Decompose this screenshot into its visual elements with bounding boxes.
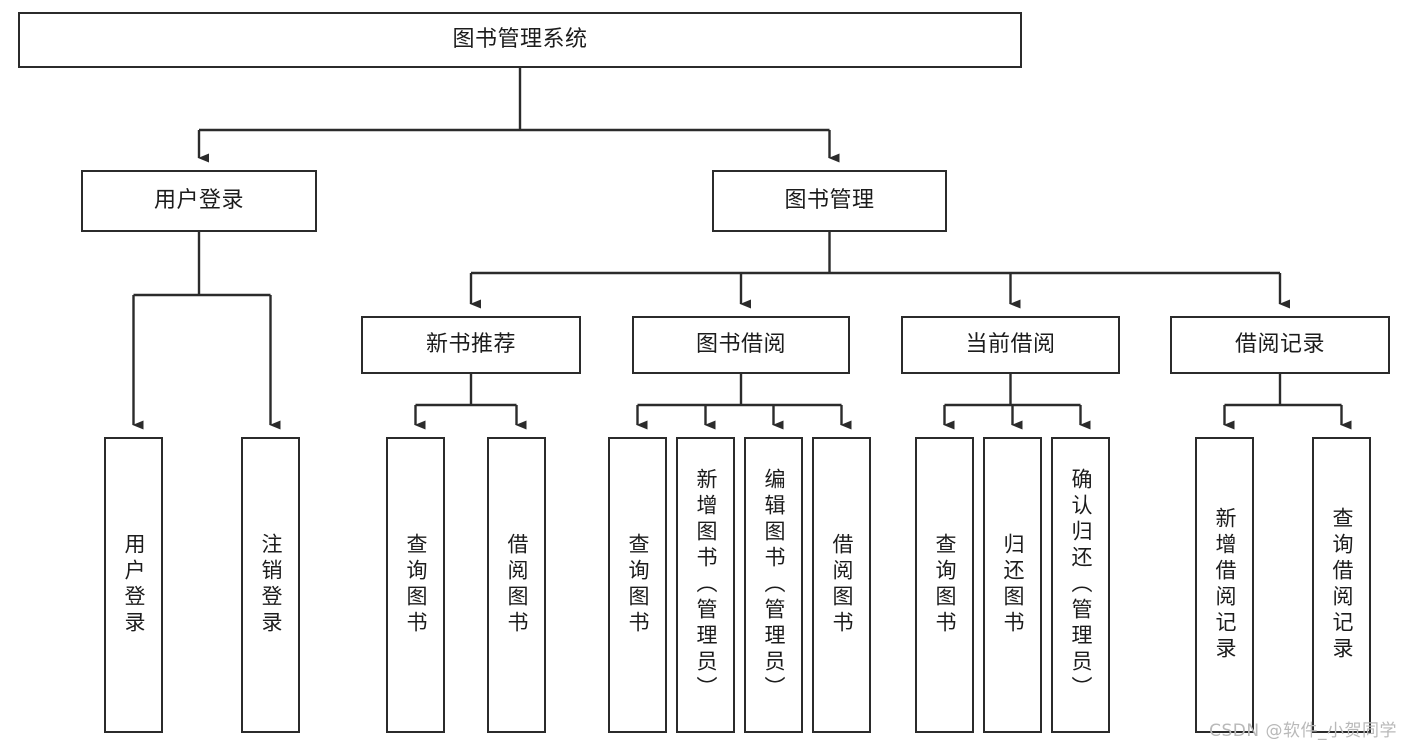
node-label: 用户登录 (122, 533, 146, 637)
node-label: 新书推荐 (425, 332, 516, 358)
node-label: 查询借阅记录 (1330, 507, 1354, 663)
node-leaf_10[interactable]: 确认归还（管理员） (1051, 437, 1110, 733)
node-label: 当前借阅 (965, 332, 1056, 358)
node-leaf_11[interactable]: 新增借阅记录 (1195, 437, 1254, 733)
node-label: 查询图书 (626, 533, 650, 637)
node-leaf_8[interactable]: 查询图书 (915, 437, 974, 733)
node-label: 图书借阅 (695, 332, 786, 358)
node-leaf_4[interactable]: 查询图书 (608, 437, 667, 733)
node-label: 确认归还（管理员） (1069, 468, 1093, 702)
node-leaf_7[interactable]: 借阅图书 (812, 437, 871, 733)
node-l3_3[interactable]: 借阅记录 (1170, 316, 1390, 374)
node-leaf_3[interactable]: 借阅图书 (487, 437, 546, 733)
node-leaf_6[interactable]: 编辑图书（管理员） (744, 437, 803, 733)
node-label: 图书管理系统 (452, 27, 588, 53)
node-leaf_2[interactable]: 查询图书 (386, 437, 445, 733)
node-label: 借阅记录 (1234, 332, 1325, 358)
node-leaf_12[interactable]: 查询借阅记录 (1312, 437, 1371, 733)
node-l3_1[interactable]: 图书借阅 (632, 316, 850, 374)
node-leaf_9[interactable]: 归还图书 (983, 437, 1042, 733)
node-l2_1[interactable]: 图书管理 (712, 170, 947, 232)
node-label: 编辑图书（管理员） (762, 468, 786, 702)
watermark-text: CSDN @软件_小贺同学 (1209, 721, 1397, 741)
node-l3_0[interactable]: 新书推荐 (361, 316, 581, 374)
node-leaf_5[interactable]: 新增图书（管理员） (676, 437, 735, 733)
node-label: 归还图书 (1001, 533, 1025, 637)
node-root[interactable]: 图书管理系统 (18, 12, 1022, 68)
node-leaf_0[interactable]: 用户登录 (104, 437, 163, 733)
node-label: 新增借阅记录 (1213, 507, 1237, 663)
node-label: 注销登录 (259, 533, 283, 637)
node-label: 新增图书（管理员） (694, 468, 718, 702)
node-l3_2[interactable]: 当前借阅 (901, 316, 1120, 374)
node-label: 借阅图书 (505, 533, 529, 637)
node-label: 查询图书 (404, 533, 428, 637)
node-leaf_1[interactable]: 注销登录 (241, 437, 300, 733)
node-label: 用户登录 (153, 188, 244, 214)
edge-group (132, 68, 1352, 430)
node-l2_0[interactable]: 用户登录 (81, 170, 317, 232)
node-label: 图书管理 (784, 188, 875, 214)
node-label: 借阅图书 (830, 533, 854, 637)
node-label: 查询图书 (933, 533, 957, 637)
